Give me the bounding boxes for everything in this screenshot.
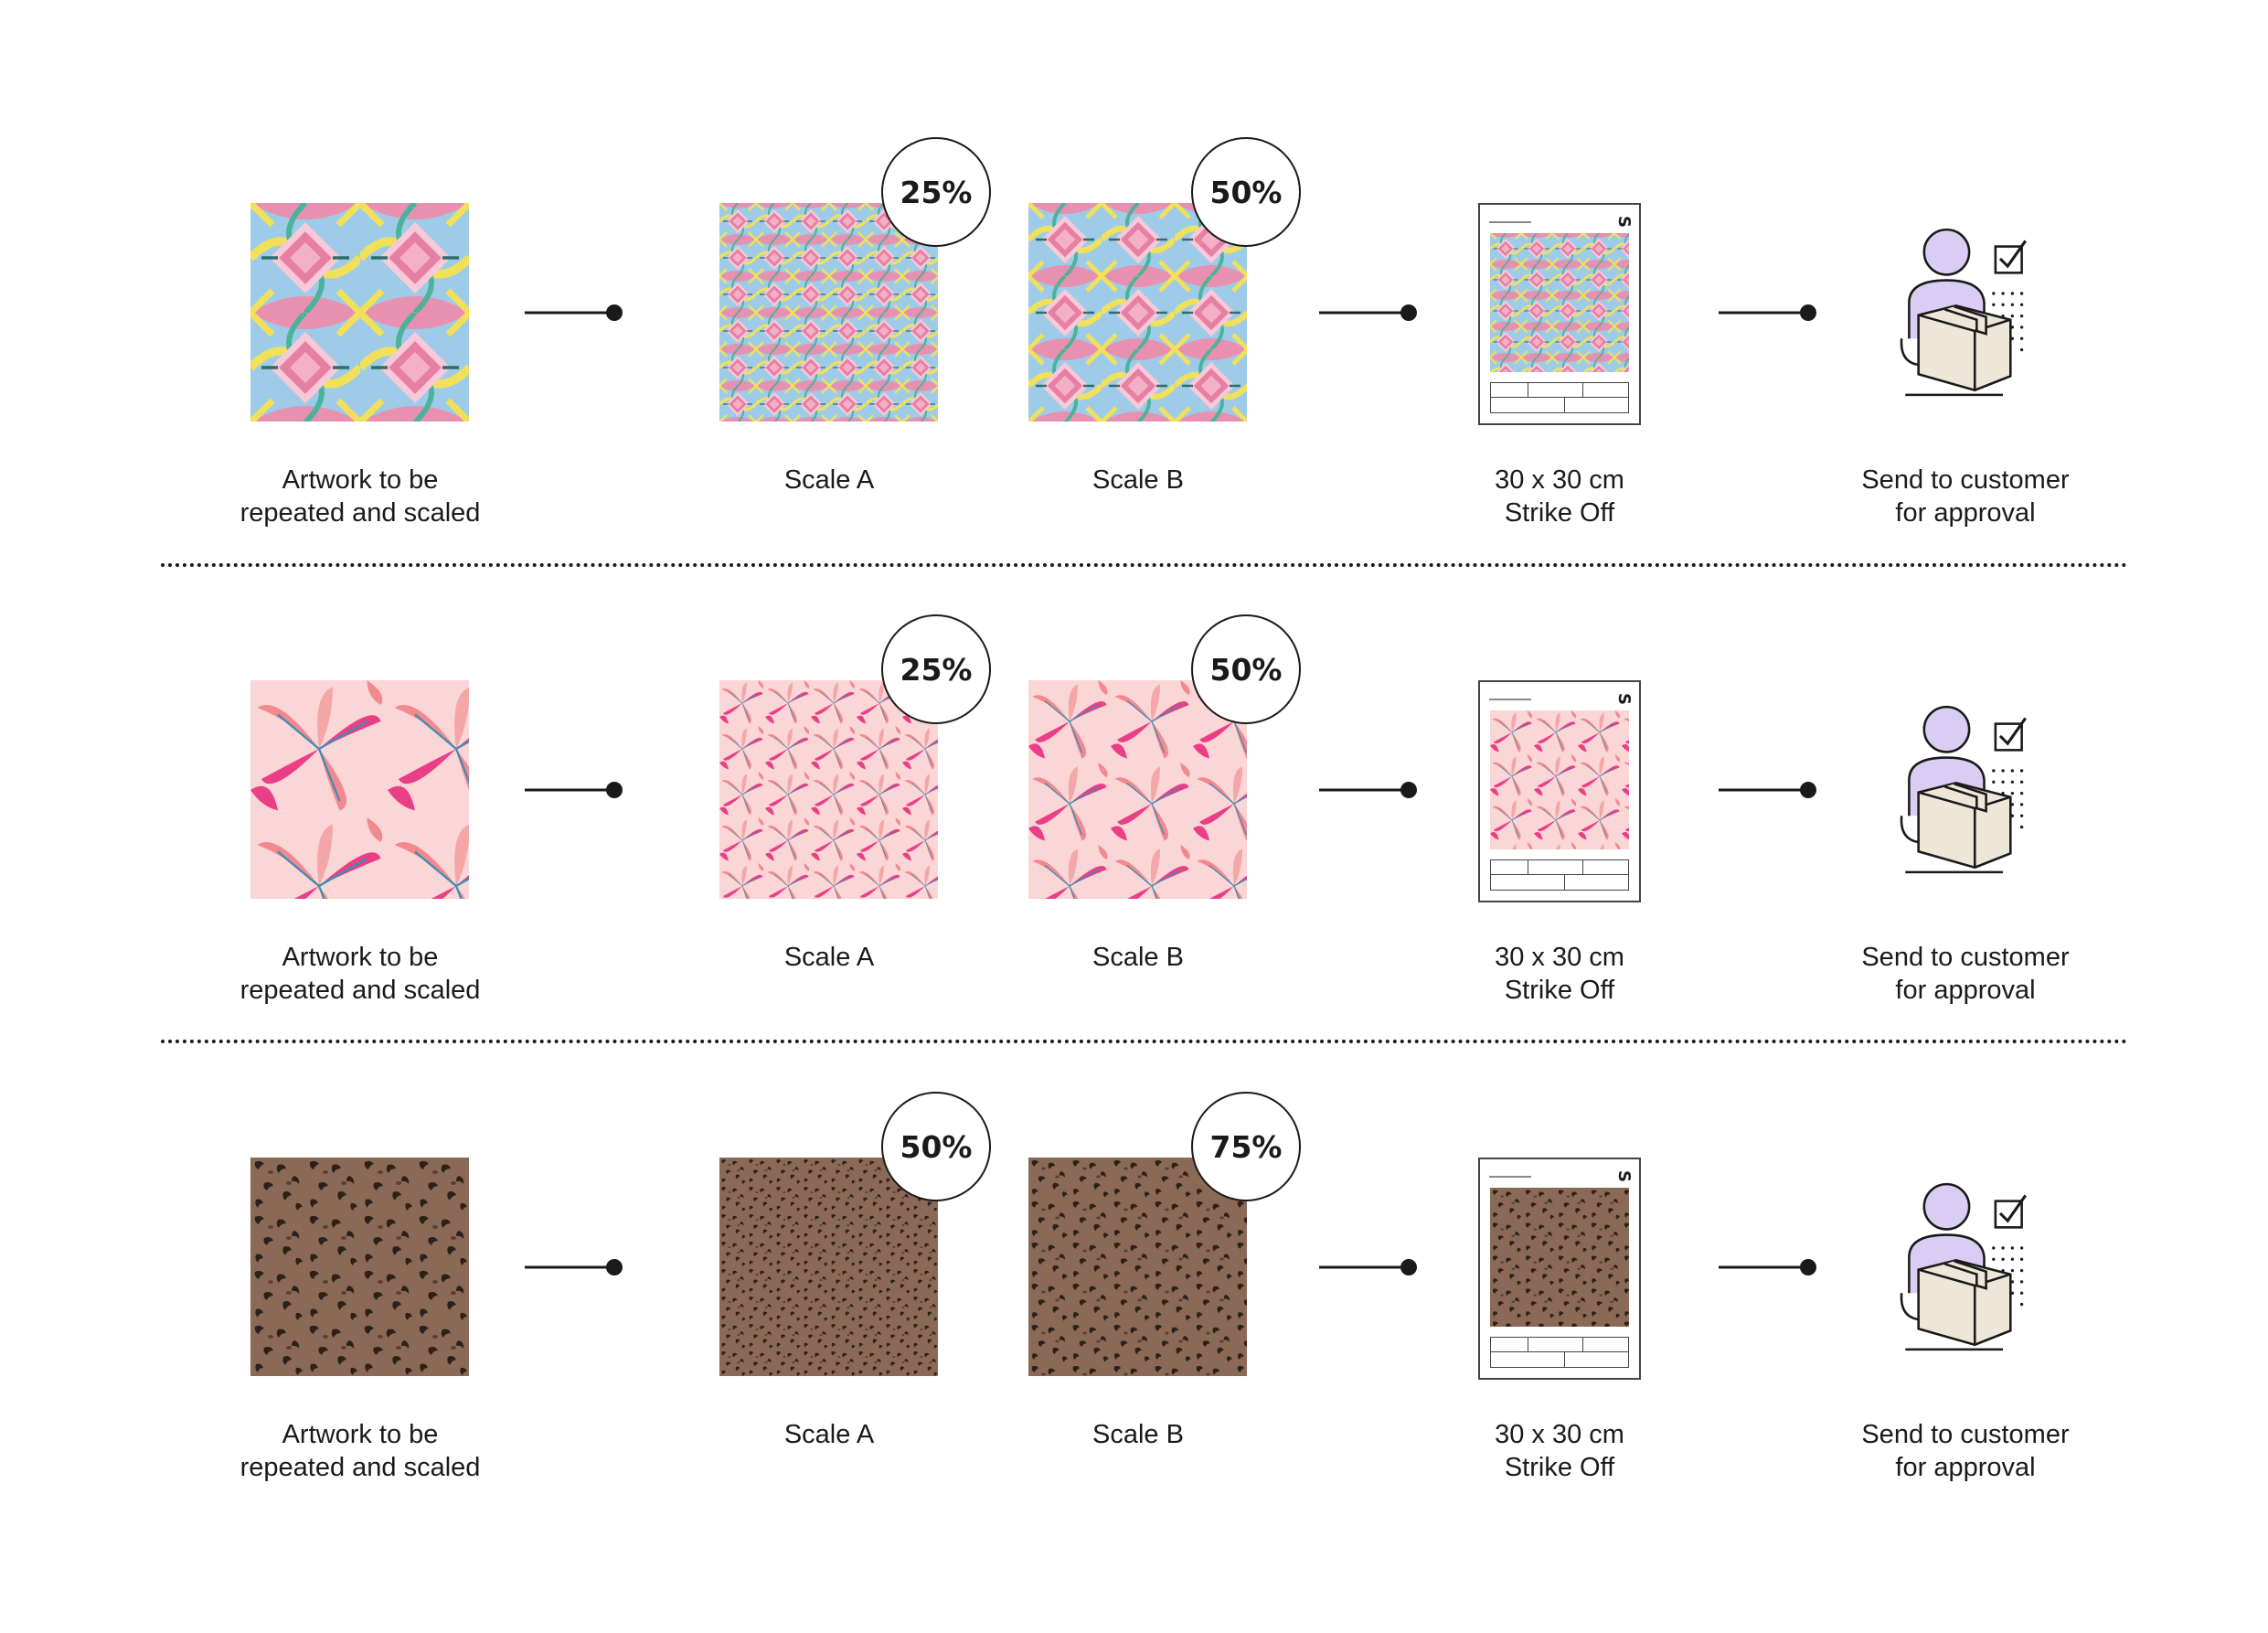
row-divider <box>161 1040 2128 1043</box>
connector-icon <box>1719 304 1818 322</box>
connector-icon <box>525 781 624 799</box>
artwork-swatch <box>250 203 469 422</box>
connector-icon <box>525 1258 624 1276</box>
strike-off-sheet-icon: S <box>1478 203 1641 425</box>
strike-off-sheet-icon: S <box>1478 1158 1641 1380</box>
scale-b-badge: 50% <box>1191 614 1301 724</box>
scale-b-badge: 75% <box>1191 1092 1301 1201</box>
row-divider <box>161 563 2128 567</box>
scale-a-swatch <box>719 1158 938 1376</box>
scale-b-label: Scale B <box>1092 465 1184 495</box>
scale-a-label: Scale A <box>783 943 875 972</box>
scale-b-swatch <box>1028 680 1247 899</box>
scale-a-label: Scale A <box>783 465 875 495</box>
scale-b-swatch <box>1028 203 1247 422</box>
artwork-swatch <box>250 1158 469 1376</box>
scale-a-swatch <box>719 680 938 899</box>
connector-icon <box>1319 1258 1419 1276</box>
person-holding-box-icon <box>1900 228 2028 397</box>
connector-icon <box>1719 1258 1818 1276</box>
scale-b-label: Scale B <box>1092 1420 1184 1449</box>
person-holding-box-icon <box>1900 1182 2028 1351</box>
scale-a-swatch <box>719 203 938 422</box>
connector-icon <box>1719 781 1818 799</box>
scale-a-label: Scale A <box>783 1420 875 1449</box>
connector-icon <box>1319 781 1419 799</box>
scale-a-badge: 25% <box>881 137 991 247</box>
strike-off-sheet-icon: S <box>1478 680 1641 902</box>
scale-b-swatch <box>1028 1158 1247 1376</box>
scale-b-badge: 50% <box>1191 137 1301 247</box>
scale-a-badge: 50% <box>881 1092 991 1201</box>
artwork-swatch <box>250 680 469 899</box>
connector-icon <box>1319 304 1419 322</box>
person-holding-box-icon <box>1900 705 2028 874</box>
connector-icon <box>525 304 624 322</box>
scale-a-badge: 25% <box>881 614 991 724</box>
scale-b-label: Scale B <box>1092 943 1184 972</box>
